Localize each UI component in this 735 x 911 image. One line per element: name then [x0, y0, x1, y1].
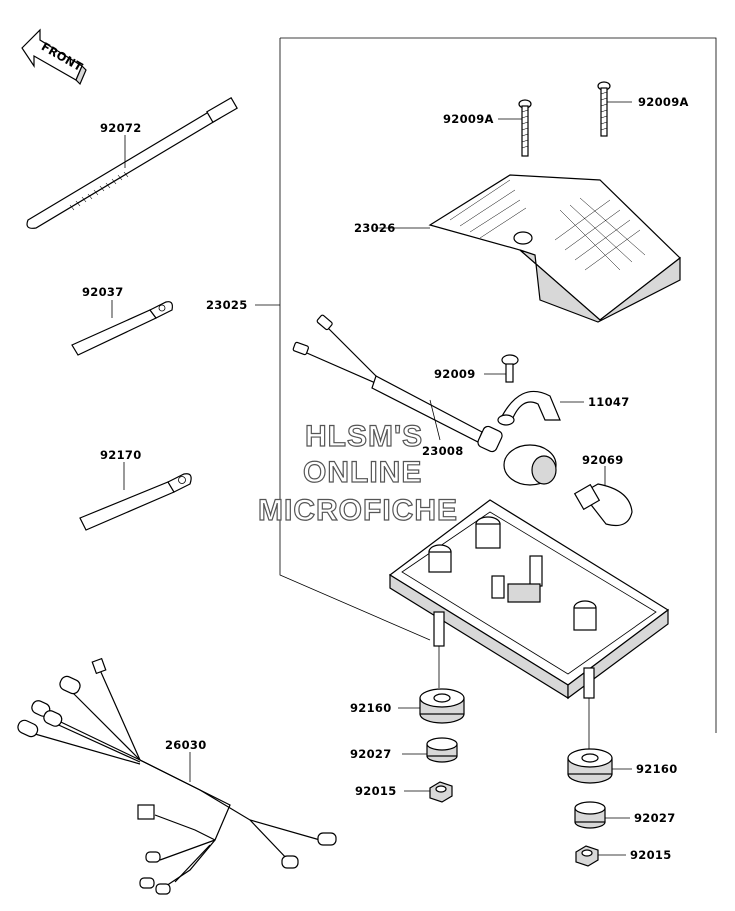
clamp-11047 [497, 390, 584, 426]
label-92027-left: 92027 [350, 747, 392, 761]
grommet-92160-left [398, 688, 465, 724]
label-92015-right: 92015 [630, 848, 672, 862]
watermark-line2: ONLINE [303, 456, 422, 489]
label-92160-right: 92160 [636, 762, 678, 776]
label-23025: 23025 [206, 298, 248, 312]
label-23008: 23008 [422, 444, 464, 458]
label-26030: 26030 [165, 738, 207, 752]
label-92069: 92069 [582, 453, 624, 467]
label-11047: 11047 [588, 395, 630, 409]
label-92009: 92009 [434, 367, 476, 381]
grommet-92160-right [567, 748, 632, 784]
bulb-92069 [573, 466, 633, 527]
collar-92027-left [402, 737, 458, 763]
socket-wire-23008 [292, 314, 557, 486]
nut-92015-right [575, 845, 626, 867]
strip-92170 [79, 462, 192, 531]
lamp-base-housing [388, 499, 670, 752]
watermark-line3: MICROFICHE [258, 494, 458, 527]
screw-92009A-right [597, 81, 632, 137]
strip-92037 [71, 300, 173, 356]
screw-92009A-left [498, 99, 532, 157]
label-92037: 92037 [82, 285, 124, 299]
watermark-line1: HLSM'S [305, 420, 423, 453]
label-92009A-left: 92009A [443, 112, 494, 126]
label-92160-left: 92160 [350, 701, 392, 715]
nut-92015-left [404, 781, 453, 803]
front-arrow-icon: FRONT [21, 28, 87, 86]
label-92027-right: 92027 [634, 811, 676, 825]
label-23026: 23026 [354, 221, 396, 235]
screw-92009 [484, 354, 519, 383]
assembly-bracket [255, 37, 717, 733]
wiring-harness-26030 [17, 657, 337, 895]
lens-cover-23026 [375, 174, 681, 323]
cable-tie-92072 [26, 96, 238, 229]
collar-92027-right [574, 801, 630, 829]
label-92170: 92170 [100, 448, 142, 462]
label-92015-left: 92015 [355, 784, 397, 798]
label-92072: 92072 [100, 121, 142, 135]
label-92009A-right: 92009A [638, 95, 689, 109]
